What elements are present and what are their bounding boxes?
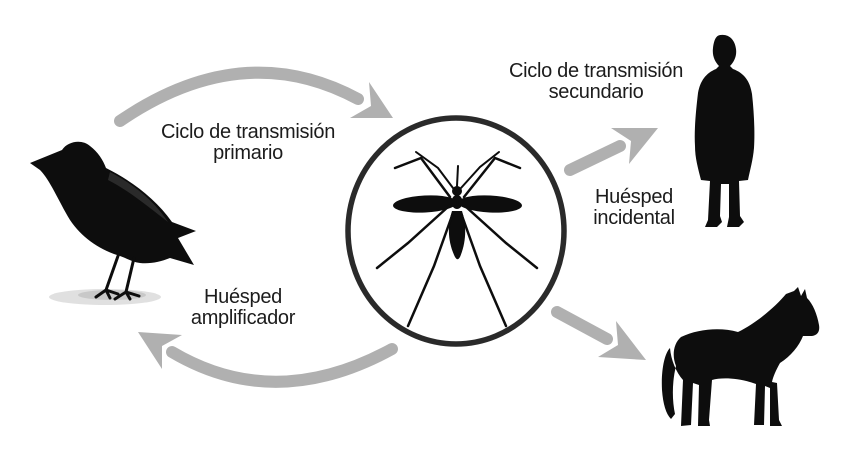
primary-arrowhead xyxy=(350,82,393,118)
horse-silhouette xyxy=(661,287,820,426)
mosquito-wing-left xyxy=(393,195,457,213)
primary-cycle-line2: primario xyxy=(213,142,283,164)
mosquito-proboscis xyxy=(456,165,459,187)
incidental-host-line2: incidental xyxy=(593,207,675,229)
secondary-cycle-line2: secundario xyxy=(548,81,644,103)
amplifying-host-line2: amplificador xyxy=(190,307,296,329)
human-body xyxy=(694,34,755,227)
amplifying-host-label: Huésped amplificador xyxy=(153,287,333,329)
secondary-arrow-to-horse xyxy=(551,306,646,360)
horse-arrowhead xyxy=(598,321,646,360)
return-arrow-shaft xyxy=(166,343,398,388)
incidental-host-label: Huésped incidental xyxy=(574,187,694,229)
mosquito-antennae xyxy=(415,151,500,189)
horse-body xyxy=(661,287,820,426)
secondary-cycle-line1: Ciclo de transmisión xyxy=(508,60,684,82)
mosquito-head xyxy=(452,186,462,196)
human-silhouette xyxy=(694,34,755,227)
return-arrowhead xyxy=(138,332,182,369)
primary-arrow-shaft xyxy=(114,66,364,127)
mosquito-icon xyxy=(375,151,539,328)
amplifier-return-arrow xyxy=(138,332,398,388)
mosquito-legs xyxy=(375,156,539,328)
primary-cycle-line1: Ciclo de transmisión xyxy=(160,121,336,143)
human-arrowhead xyxy=(611,128,658,164)
crow-silhouette xyxy=(30,141,196,305)
amplifying-host-line1: Huésped xyxy=(204,286,282,308)
primary-cycle-arrow xyxy=(114,66,393,127)
mosquito-wing-right xyxy=(458,195,522,213)
primary-cycle-label: Ciclo de transmisión primario xyxy=(138,122,358,164)
mosquito-abdomen xyxy=(448,211,466,260)
human-arrow-shaft xyxy=(564,140,626,176)
crow-legs xyxy=(94,254,141,301)
horse-arrow-shaft xyxy=(551,306,613,345)
secondary-cycle-label: Ciclo de transmisión secundario xyxy=(486,61,706,103)
incidental-host-line1: Huésped xyxy=(595,186,673,208)
crow-wing-sheen xyxy=(108,172,168,222)
crow-body xyxy=(30,141,196,265)
secondary-arrow-to-human xyxy=(564,128,658,176)
